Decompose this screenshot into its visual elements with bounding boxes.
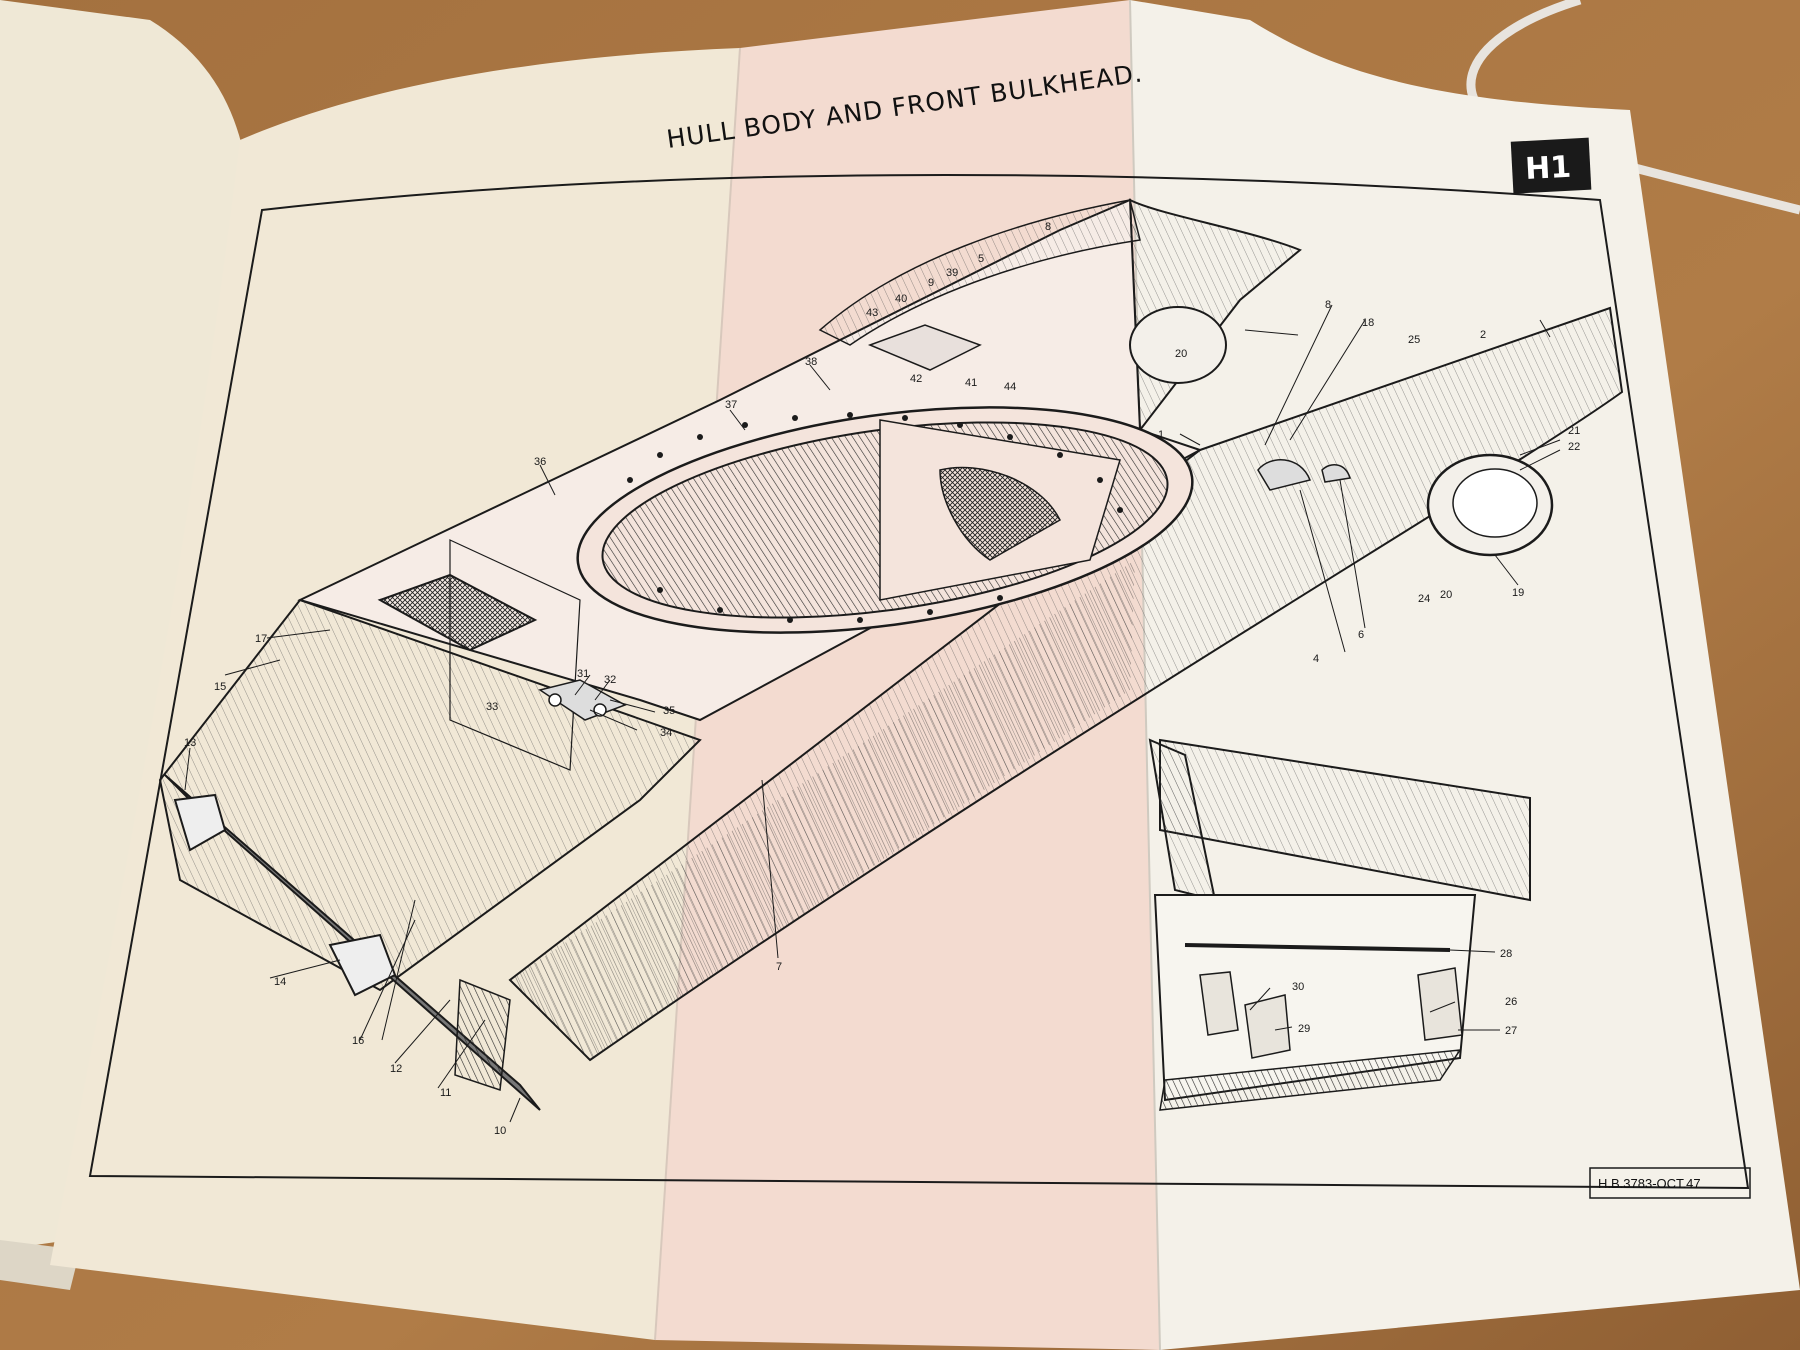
callout-5: 5: [978, 253, 984, 265]
hatch-hinge-assembly: [538, 679, 627, 721]
callout-29: 29: [1298, 1023, 1310, 1035]
callout-26: 26: [1505, 996, 1517, 1008]
callout-1: 1: [1158, 429, 1164, 441]
roof-hatch-hinge: [867, 324, 982, 371]
callout-33: 33: [486, 701, 498, 713]
hull-lower-side: [510, 560, 1135, 1060]
callout-9: 9: [928, 277, 934, 289]
reference-number: H.B.3783-OCT.47: [1598, 1176, 1701, 1191]
callout-16: 16: [352, 1035, 364, 1047]
callout-27: 27: [1505, 1025, 1517, 1037]
callout-11: 11: [440, 1087, 451, 1099]
callout-34: 34: [660, 727, 672, 739]
plate-badge: H1: [1510, 137, 1592, 194]
callout-36: 36: [534, 456, 546, 468]
callout-32: 32: [604, 674, 616, 686]
inset-lever: [1244, 994, 1291, 1059]
hull-rear-plate: [818, 199, 1141, 346]
callout-30: 30: [1292, 981, 1304, 993]
side-escape-hatch-inner: [1452, 468, 1538, 538]
left-book-page: [0, 0, 250, 1250]
callout-18: 18: [1362, 317, 1374, 329]
callout-21: 21: [1568, 425, 1580, 437]
callout-35: 35: [663, 705, 675, 717]
callout-8-right: 8: [1325, 299, 1331, 311]
turret-opening: [939, 466, 1061, 561]
callout-39: 39: [946, 267, 958, 279]
front-bulkhead-plate: [449, 539, 581, 771]
driver-hatch-opening: [377, 573, 538, 652]
callout-13: 13: [184, 737, 196, 749]
callout-31: 31: [577, 668, 589, 680]
tow-bracket-right: [328, 933, 397, 997]
lamp-bracket-right: [1321, 464, 1351, 483]
turret-ring-bolts: [627, 412, 1123, 623]
callout-37: 37: [725, 399, 737, 411]
inset-base: [1159, 1049, 1462, 1111]
inset-bulkhead-detail: [1148, 738, 1531, 1111]
callout-40: 40: [895, 293, 907, 305]
callout-38: 38: [805, 356, 817, 368]
callout-2: 2: [1480, 329, 1486, 341]
callout-10: 10: [494, 1125, 506, 1137]
callout-leaders: [184, 304, 1561, 1123]
callout-22: 22: [1568, 441, 1580, 453]
callout-28: 28: [1500, 948, 1512, 960]
lamp-bracket-left: [1257, 459, 1312, 491]
inset-bracket-left: [1199, 971, 1239, 1036]
reference-box: H.B.3783-OCT.47: [1589, 1167, 1751, 1199]
callout-19: 19: [1512, 587, 1524, 599]
callout-17: 17: [255, 633, 267, 645]
callout-14: 14: [274, 976, 286, 988]
callout-15: 15: [214, 681, 226, 693]
callout-4: 4: [1313, 653, 1319, 665]
hull-drawing: [158, 198, 1624, 1111]
callout-24: 24: [1418, 593, 1430, 605]
front-skid: [454, 978, 511, 1092]
callout-7: 7: [776, 961, 782, 973]
tow-bracket-left: [173, 793, 227, 852]
callout-25: 25: [1408, 334, 1420, 346]
callout-43: 43: [866, 307, 878, 319]
callout-20-left: 20: [1175, 348, 1187, 360]
callout-12: 12: [390, 1063, 402, 1075]
plate-number: H1: [1524, 150, 1572, 187]
rear-round-cover: [1129, 306, 1227, 384]
callout-42: 42: [910, 373, 922, 385]
callout-44: 44: [1004, 381, 1016, 393]
drawing-frame: [88, 174, 1750, 1190]
callout-8-top: 8: [1045, 221, 1051, 233]
callout-20-right: 20: [1440, 589, 1452, 601]
inset-rail: [1184, 943, 1451, 952]
callout-labels: 1 2 4 5 6 7 8 8 9 10 11 12 13 14 15 16 1…: [184, 221, 1580, 1137]
callout-6: 6: [1358, 629, 1364, 641]
callout-41: 41: [965, 377, 977, 389]
inset-bracket-right: [1417, 967, 1463, 1041]
